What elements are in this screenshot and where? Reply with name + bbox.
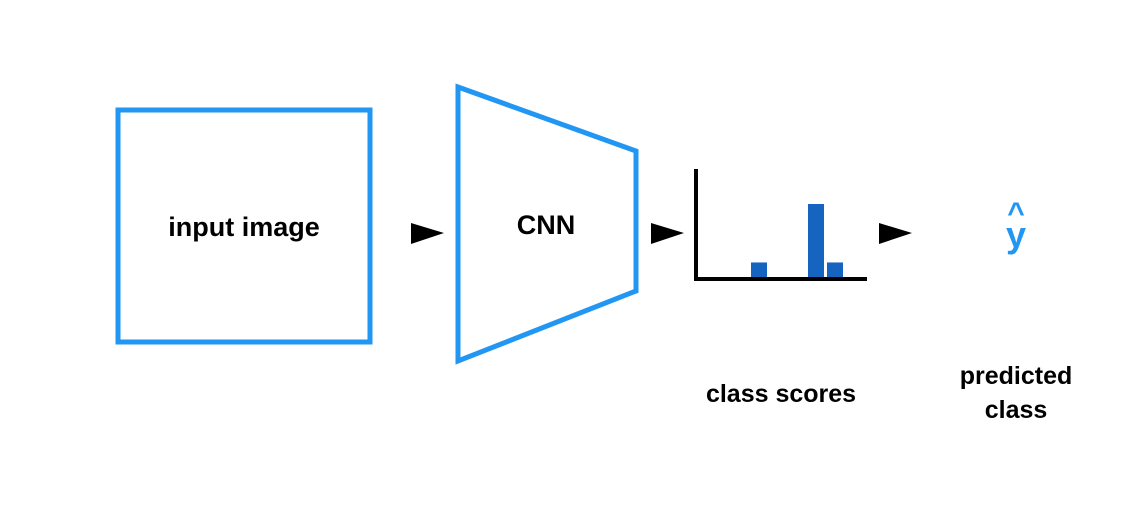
cnn-trapezoid: [455, 83, 639, 365]
predicted-class-label-line1: predicted: [960, 362, 1073, 390]
class-scores-label: class scores: [706, 380, 856, 408]
class-score-bar: [751, 262, 767, 278]
y-hat-caret: ^: [1007, 197, 1025, 230]
arrow-right-icon: [879, 223, 912, 244]
input-image-label: input image: [168, 212, 320, 242]
class-score-bar: [827, 262, 843, 278]
predicted-class-label-line2: class: [985, 396, 1048, 424]
class-score-bar: [808, 204, 824, 278]
arrow-right-icon: [651, 223, 684, 244]
y-hat-symbol: y: [1006, 214, 1026, 255]
input-image-box: [115, 107, 373, 345]
cnn-label: CNN: [517, 210, 576, 240]
class-scores-chart: [694, 169, 867, 281]
arrow-right-icon: [411, 223, 444, 244]
class-scores-bars: [751, 204, 843, 278]
